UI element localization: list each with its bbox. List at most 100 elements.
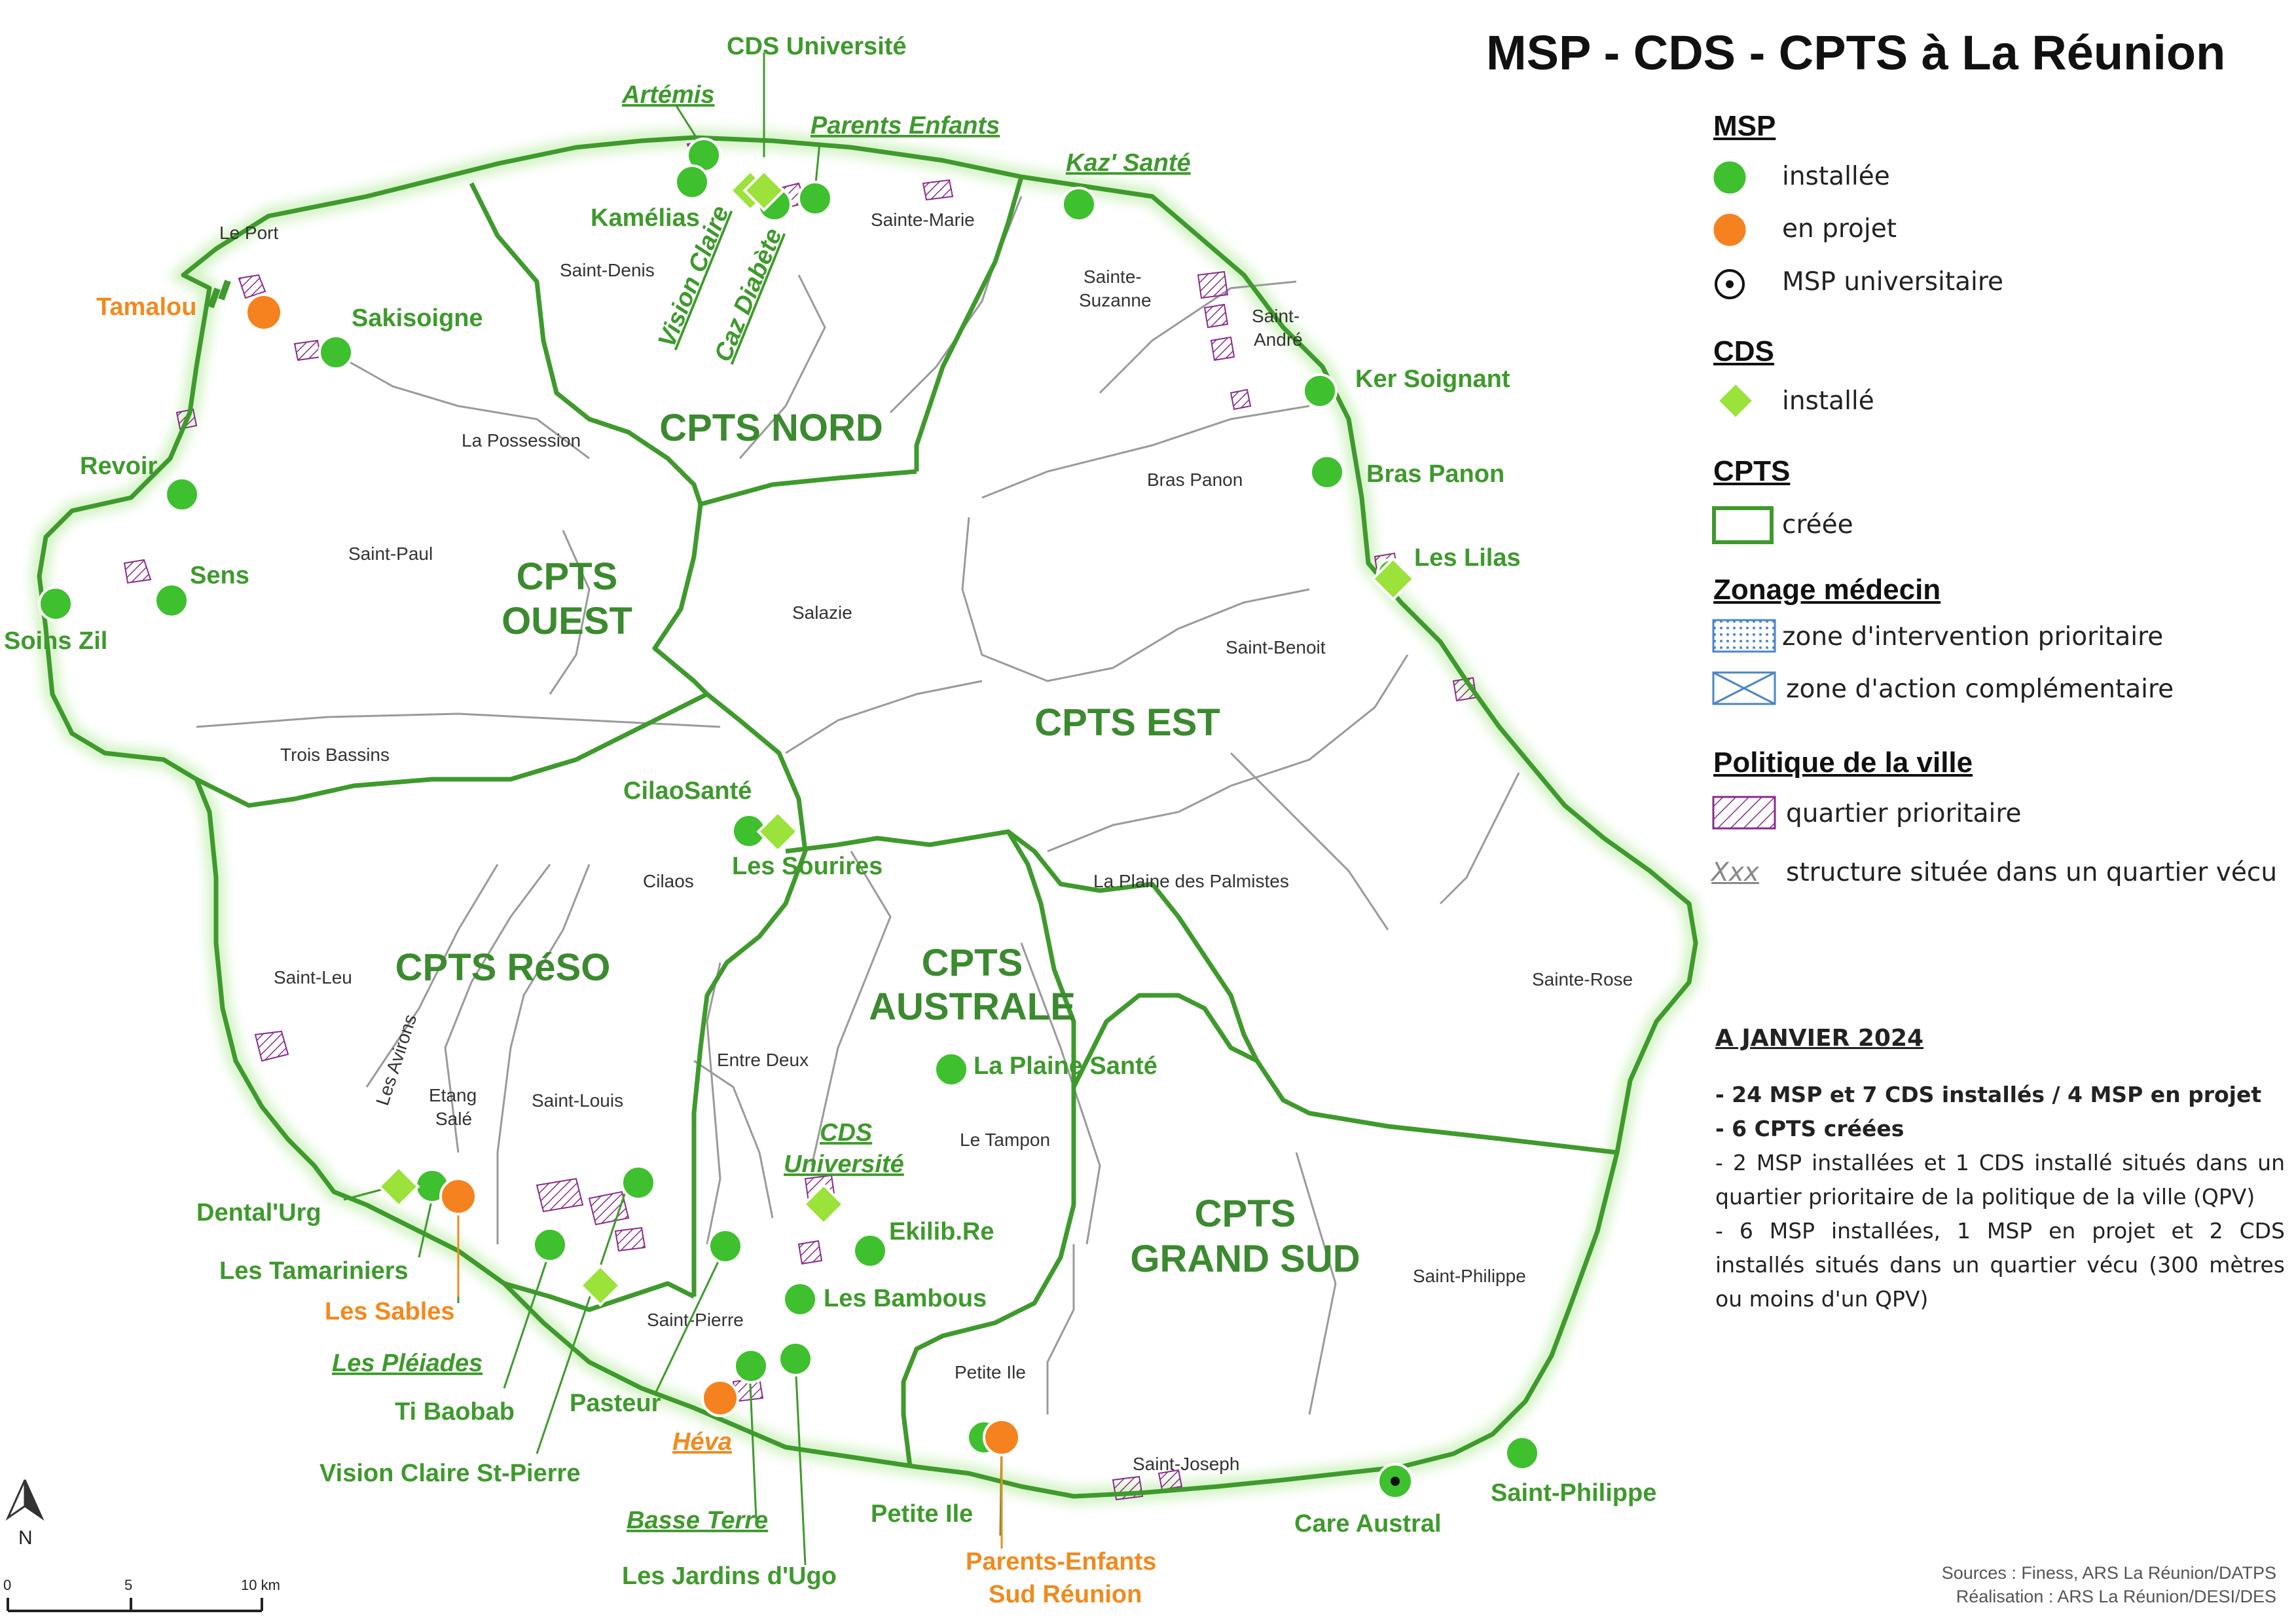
legend-zac-symbol	[1712, 671, 1776, 705]
legend-msp-project-symbol	[1711, 212, 1748, 248]
label-care-austral: Care Austral	[1294, 1510, 1442, 1538]
label-vision-claire-st-pierre: Vision Claire St-Pierre	[319, 1460, 580, 1487]
legend-zac: zone d'action complémentaire	[1786, 674, 2174, 704]
label-artemis: Artémis	[621, 81, 715, 109]
cds-les-lilas-marker	[1371, 557, 1415, 601]
commune-sainte-suzanne-1: Sainte-	[1084, 267, 1142, 287]
commune-la-possession: La Possession	[462, 430, 581, 451]
legend-cds-installed-symbol	[1717, 382, 1755, 420]
legend-cpts-created-symbol	[1712, 506, 1774, 544]
label-parents-enfants-sud-1: Parents-Enfants	[966, 1548, 1156, 1576]
label-parents-enfants: Parents Enfants	[811, 112, 1000, 139]
msp-bras-panon-marker	[1309, 454, 1345, 490]
commune-saint-louis: Saint-Louis	[532, 1090, 623, 1111]
sources-block: Sources : Finess, ARS La Réunion/DATPS R…	[1942, 1561, 2276, 1608]
reso-australe-border	[365, 1202, 695, 1312]
sources-line-2: Réalisation : ARS La Réunion/DESI/DES	[1956, 1587, 2276, 1606]
label-cds-universite-sud-1: CDS	[820, 1119, 872, 1147]
notes-date: A JANVIER 2024	[1715, 1025, 1924, 1052]
legend-cds-heading: CDS	[1713, 335, 1774, 367]
label-revoir: Revoir	[80, 452, 157, 480]
commune-saint-paul: Saint-Paul	[348, 544, 433, 564]
cpts-nord-label: CPTS NORD	[659, 407, 883, 449]
legend-msp-university-symbol	[1715, 269, 1745, 299]
label-pasteur: Pasteur	[570, 1390, 661, 1417]
msp-saint-philippe-marker	[1504, 1435, 1540, 1471]
ouest-est-border	[652, 504, 709, 696]
label-la-plaine-sante: La Plaine Santé	[974, 1052, 1157, 1080]
est-australe-border	[785, 829, 1260, 1062]
label-sakisoigne: Sakisoigne	[352, 304, 483, 332]
cpts-grandsud-label-2: GRAND SUD	[1130, 1238, 1360, 1280]
cpts-ouest-label-1: CPTS	[517, 555, 618, 598]
legend-cds-installed: installé	[1782, 386, 1874, 416]
msp-tamalou-marker	[245, 293, 283, 331]
commune-sainte-rose: Sainte-Rose	[1532, 969, 1633, 989]
msp-heva-marker	[701, 1379, 739, 1417]
legend-msp-heading: MSP	[1713, 110, 1776, 142]
label-kaz-sante: Kaz' Santé	[1066, 149, 1191, 177]
map-title: MSP - CDS - CPTS à La Réunion	[1486, 26, 2226, 80]
commune-saint-leu: Saint-Leu	[274, 967, 352, 987]
label-ti-baobab: Ti Baobab	[395, 1398, 515, 1426]
msp-sens-marker	[154, 583, 189, 618]
msp-ekilib-re-marker	[852, 1233, 888, 1268]
cpts-australe-label-2: AUSTRALE	[869, 986, 1076, 1028]
msp-vision-claire-st-pierre-marker	[621, 1165, 656, 1200]
nord-east-border	[914, 176, 1024, 471]
legend-vecu: structure située dans un quartier vécu	[1786, 858, 2278, 887]
commune-sainte-suzanne-2: Suzanne	[1079, 290, 1152, 310]
cilaos-border	[691, 692, 808, 1297]
commune-salazie: Salazie	[792, 602, 852, 623]
commune-etang-sale-2: Salé	[435, 1109, 472, 1129]
msp-soins-zil-marker	[38, 586, 73, 621]
cds-markers	[377, 169, 1415, 1307]
north-arrow: N	[5, 1479, 45, 1549]
scale-tick-5: 5	[124, 1577, 132, 1593]
label-tamalou: Tamalou	[96, 293, 196, 321]
msp-sakisoigne-marker	[318, 335, 354, 370]
notes-line-4: - 6 MSP installées, 1 MSP en projet et 2…	[1715, 1218, 2285, 1312]
legend-cpts-created: créée	[1782, 510, 1853, 540]
msp-pasteur-marker	[708, 1228, 743, 1264]
cds-vision-claire-marker	[742, 169, 786, 212]
msp-university-marker	[1377, 1463, 1413, 1500]
label-dental-urg: Dental'Urg	[196, 1199, 321, 1227]
commune-saint-joseph: Saint-Joseph	[1133, 1454, 1239, 1474]
legend-msp-installed-symbol	[1711, 159, 1748, 196]
msp-la-plaine-sante-marker	[934, 1052, 969, 1087]
cds-les-sourires-marker	[756, 810, 799, 853]
notes-line-3: - 2 MSP installées et 1 CDS installé sit…	[1715, 1150, 2285, 1209]
notes-line-1: - 24 MSP et 7 CDS installés / 4 MSP en p…	[1715, 1082, 2262, 1107]
label-les-lilas: Les Lilas	[1414, 544, 1521, 572]
label-basse-terre: Basse Terre	[627, 1507, 768, 1534]
cpts-ouest-label-2: OUEST	[501, 600, 632, 642]
msp-les-sables-marker	[439, 1177, 477, 1215]
commune-cilaos: Cilaos	[643, 871, 694, 891]
label-cds-universite: CDS Université	[727, 33, 907, 60]
cds-les-pleiades-marker	[579, 1264, 622, 1307]
commune-trois-bassins: Trois Bassins	[280, 745, 390, 765]
commune-saint-benoit: Saint-Benoit	[1226, 637, 1326, 657]
label-bras-panon: Bras Panon	[1366, 460, 1504, 488]
cpts-grandsud-label-1: CPTS	[1195, 1192, 1296, 1235]
legend-zip: zone d'intervention prioritaire	[1782, 622, 2164, 652]
label-saint-philippe: Saint-Philippe	[1491, 1479, 1656, 1507]
commune-etang-sale-1: Etang	[429, 1085, 477, 1105]
legend-qp: quartier prioritaire	[1786, 799, 2022, 828]
commune-le-port: Le Port	[219, 223, 278, 243]
grandsud-border	[1071, 993, 1618, 1155]
label-ekilib-re: Ekilib.Re	[889, 1218, 994, 1246]
cds-dental-urg-marker	[377, 1165, 420, 1208]
nord-border	[469, 182, 703, 506]
legend-politique-heading: Politique de la ville	[1713, 747, 1973, 779]
australe-east-border	[901, 830, 1076, 1467]
msp-basse-terre-marker	[733, 1348, 769, 1384]
notes-line-2: - 6 CPTS créées	[1715, 1116, 1904, 1141]
structure-labels: CDS Université Artémis Parents Enfants K…	[4, 33, 1656, 1608]
label-les-bambous: Les Bambous	[824, 1285, 987, 1312]
island-outline	[37, 135, 1698, 1499]
legend-cpts-heading: CPTS	[1713, 455, 1791, 487]
commune-la-plaine-des-palmistes: La Plaine des Palmistes	[1093, 871, 1289, 891]
msp-project-markers	[245, 293, 1021, 1456]
